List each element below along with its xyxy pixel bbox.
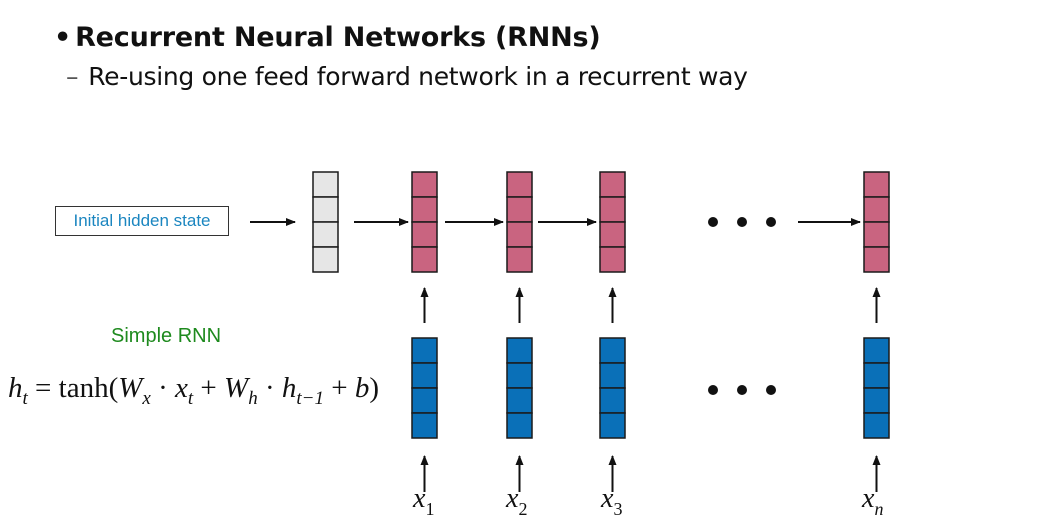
vector-cell [411, 221, 438, 248]
vector-cell [411, 171, 438, 198]
vector-cell [863, 196, 890, 223]
vector-cell [312, 221, 339, 248]
rnn-formula: ht = tanh(Wx · xt + Wh · ht−1 + b) [8, 372, 380, 408]
formula-wh: W [224, 372, 249, 404]
input-label-var: x [601, 483, 614, 514]
ellipsis-dot-hidden-2 [737, 217, 747, 227]
bullet-icon: • [54, 22, 72, 53]
vector-cell [599, 171, 626, 198]
vector-cell [863, 221, 890, 248]
formula-dot: · [150, 372, 176, 404]
slide-title: •Recurrent Neural Networks (RNNs) [54, 22, 601, 53]
vector-cell [599, 221, 626, 248]
vector-cell [863, 171, 890, 198]
vector-cell [599, 337, 626, 364]
vector-cell [599, 412, 626, 439]
ellipsis-dot-input-3 [766, 385, 776, 395]
input-label-sub: 1 [425, 499, 435, 519]
formula-wx-sub: x [142, 388, 151, 409]
vector-cell [863, 412, 890, 439]
vector-cell [411, 412, 438, 439]
formula-b: b [354, 372, 370, 404]
hidden-state-vector-4 [863, 171, 890, 273]
formula-close-paren: ) [369, 372, 380, 404]
vector-cell [863, 387, 890, 414]
formula-h-prev: h [281, 372, 297, 404]
input-vector-2 [506, 337, 533, 439]
slide-subtitle: –Re-using one feed forward network in a … [66, 62, 748, 91]
vector-cell [599, 387, 626, 414]
vector-cell [599, 362, 626, 389]
ellipsis-dot-input-1 [708, 385, 718, 395]
input-label-sub: 3 [613, 499, 623, 519]
formula-x-sub: t [187, 388, 194, 409]
input-label-x1: x1 [413, 483, 434, 518]
slide-subtitle-text: Re-using one feed forward network in a r… [88, 62, 748, 91]
vector-cell [506, 412, 533, 439]
vector-cell [506, 171, 533, 198]
simple-rnn-label: Simple RNN [111, 325, 222, 347]
vector-cell [506, 246, 533, 273]
vector-cell [863, 246, 890, 273]
formula-h: h [8, 372, 23, 404]
vector-cell [506, 362, 533, 389]
hidden-state-vector-2 [506, 171, 533, 273]
input-label-sub: 2 [518, 499, 528, 519]
formula-wh-sub: h [248, 388, 258, 409]
input-label-var: x [862, 483, 875, 514]
input-label-x3: x3 [601, 483, 622, 518]
formula-eq-tanh: = tanh( [27, 372, 119, 404]
input-label-var: x [413, 483, 426, 514]
hidden-state-vector-1 [411, 171, 438, 273]
vector-cell [506, 337, 533, 364]
vector-cell [506, 387, 533, 414]
formula-wx: W [118, 372, 143, 404]
input-vector-1 [411, 337, 438, 439]
formula-h-sub: t [22, 388, 28, 409]
input-label-x2: x2 [506, 483, 527, 518]
vector-cell [312, 246, 339, 273]
vector-cell [411, 246, 438, 273]
ellipsis-dot-hidden-1 [708, 217, 718, 227]
formula-plus: + [323, 372, 355, 404]
vector-cell [863, 337, 890, 364]
vector-cell [312, 171, 339, 198]
input-vector-4 [863, 337, 890, 439]
vector-cell [599, 246, 626, 273]
vector-cell [411, 196, 438, 223]
input-label-var: x [506, 483, 519, 514]
hidden-state-vector-3 [599, 171, 626, 273]
vector-cell [411, 387, 438, 414]
ellipsis-dot-hidden-3 [766, 217, 776, 227]
initial-state-vector [312, 171, 339, 273]
dash-icon: – [66, 62, 79, 91]
formula-plus: + [193, 372, 225, 404]
vector-cell [312, 196, 339, 223]
formula-h-prev-sub: t−1 [296, 388, 324, 409]
vector-cell [863, 362, 890, 389]
input-label-xn: xn [862, 483, 883, 518]
input-vector-3 [599, 337, 626, 439]
formula-dot: · [257, 372, 282, 404]
formula-x: x [175, 372, 188, 404]
slide-title-text: Recurrent Neural Networks (RNNs) [75, 22, 601, 53]
vector-cell [411, 337, 438, 364]
vector-cell [506, 221, 533, 248]
vector-cell [506, 196, 533, 223]
ellipsis-dot-input-2 [737, 385, 747, 395]
initial-hidden-state-box: Initial hidden state [55, 206, 229, 236]
vector-cell [411, 362, 438, 389]
input-label-sub: n [874, 499, 884, 519]
vector-cell [599, 196, 626, 223]
